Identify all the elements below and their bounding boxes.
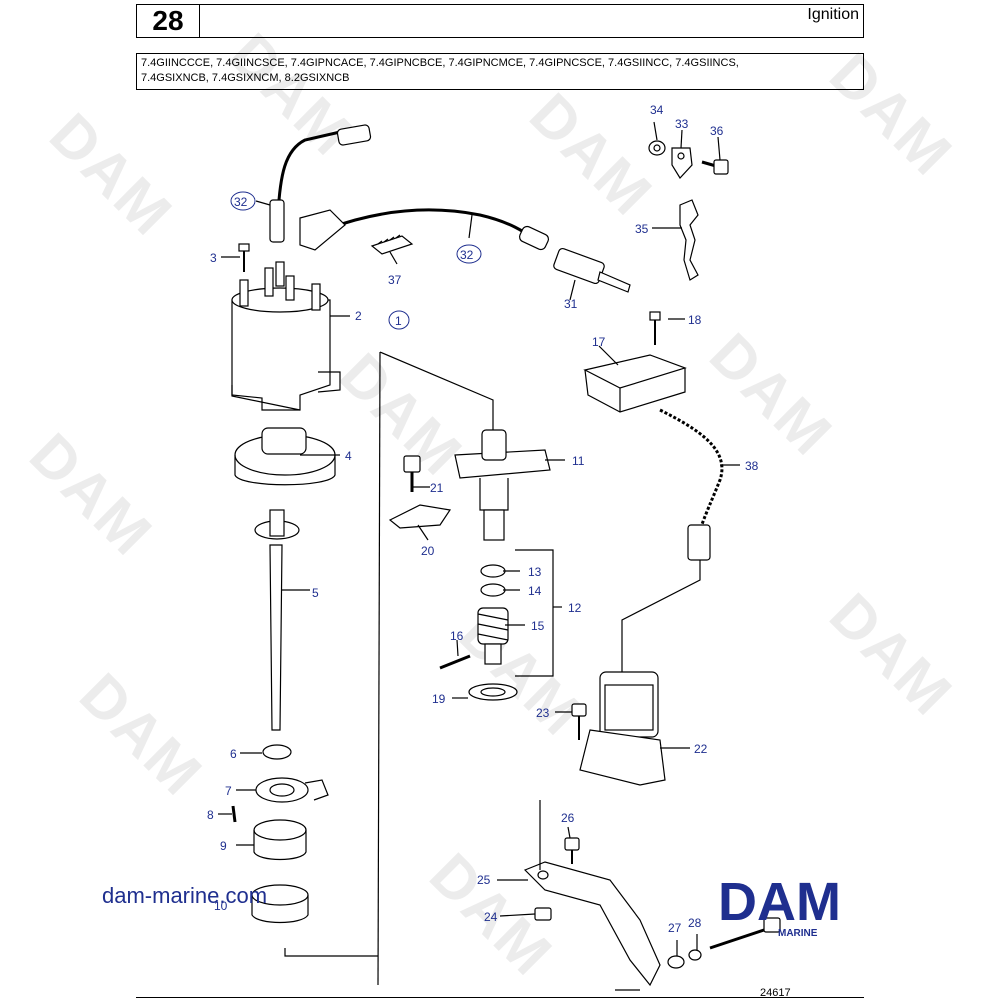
callout-24: 24 bbox=[484, 910, 498, 924]
callout-37: 37 bbox=[388, 273, 402, 287]
callout-38: 38 bbox=[745, 459, 759, 473]
model-list-line: 7.4GSIXNCB, 7.4GSIXNCM, 8.2GSIXNCB bbox=[141, 72, 350, 84]
page-number: 28 bbox=[137, 5, 200, 37]
callout-32: 32 bbox=[460, 248, 474, 262]
callout-4: 4 bbox=[345, 449, 352, 463]
callout-31: 31 bbox=[564, 297, 578, 311]
callout-17: 17 bbox=[592, 335, 606, 349]
callout-27: 27 bbox=[668, 921, 682, 935]
callout-13: 13 bbox=[528, 565, 542, 579]
callout-22: 22 bbox=[694, 742, 708, 756]
callout-35: 35 bbox=[635, 222, 649, 236]
callout-36: 36 bbox=[710, 124, 724, 138]
callout-5: 5 bbox=[312, 586, 319, 600]
callout-21: 21 bbox=[430, 481, 444, 495]
callout-marker-1 bbox=[388, 310, 410, 330]
section-title: Ignition bbox=[807, 6, 859, 23]
model-list-line: 7.4GIINCCCE, 7.4GIINCSCE, 7.4GIPNCACE, 7… bbox=[141, 57, 739, 69]
callout-32: 32 bbox=[234, 195, 248, 209]
brand-logo-text: DAM bbox=[718, 874, 841, 932]
callout-marker-32b bbox=[456, 244, 482, 264]
website-url: dam-marine.com bbox=[102, 883, 268, 908]
callout-2: 2 bbox=[355, 309, 362, 323]
callout-19: 19 bbox=[432, 692, 446, 706]
callout-15: 15 bbox=[531, 619, 545, 633]
callout-6: 6 bbox=[230, 747, 237, 761]
callout-14: 14 bbox=[528, 584, 542, 598]
callout-10: 10 bbox=[214, 899, 228, 913]
page-header: 28 Ignition bbox=[136, 4, 864, 38]
callout-12: 12 bbox=[568, 601, 582, 615]
footer-rule bbox=[136, 997, 864, 998]
callout-3: 3 bbox=[210, 251, 217, 265]
brand-subtitle: MARINE bbox=[778, 928, 818, 939]
callout-1: 1 bbox=[395, 314, 402, 328]
callout-34: 34 bbox=[650, 103, 664, 117]
callout-33: 33 bbox=[675, 117, 689, 131]
callout-7: 7 bbox=[225, 784, 232, 798]
callout-25: 25 bbox=[477, 873, 491, 887]
callout-9: 9 bbox=[220, 839, 227, 853]
callout-11: 11 bbox=[572, 454, 585, 468]
callout-8: 8 bbox=[207, 808, 214, 822]
callout-16: 16 bbox=[450, 629, 464, 643]
callout-28: 28 bbox=[688, 916, 702, 930]
callout-20: 20 bbox=[421, 544, 435, 558]
callout-18: 18 bbox=[688, 313, 702, 327]
callout-26: 26 bbox=[561, 811, 575, 825]
diagram-id: 24617 bbox=[760, 987, 791, 999]
callout-23: 23 bbox=[536, 706, 550, 720]
dam-brand-logo: DAM bbox=[718, 874, 841, 932]
callout-marker-32a bbox=[230, 191, 256, 211]
model-list: 7.4GIINCCCE, 7.4GIINCSCE, 7.4GIPNCACE, 7… bbox=[136, 53, 864, 90]
